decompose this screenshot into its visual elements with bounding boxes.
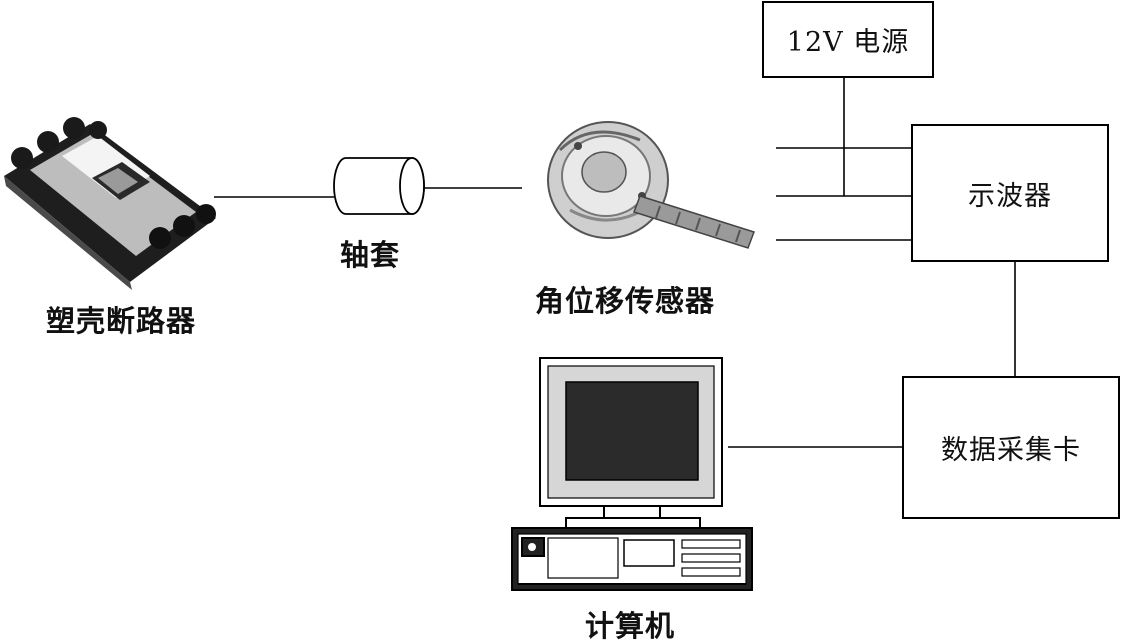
power-supply-box: 12V 电源: [762, 1, 934, 78]
computer-label: 计算机: [585, 609, 676, 640]
angle-sensor-label: 角位移传感器: [535, 284, 716, 318]
power-supply-label: 12V 电源: [786, 27, 910, 58]
monitor: [539, 357, 723, 529]
shaft-sleeve-label: 轴套: [340, 238, 401, 272]
oscilloscope-label: 示波器: [968, 180, 1052, 212]
daq-card-label: 数据采集卡: [941, 435, 1081, 466]
daq-card-box: 数据采集卡: [902, 376, 1120, 519]
sensor-body: [547, 121, 755, 249]
computer-case: [511, 527, 753, 591]
circuit-breaker-body: [4, 117, 216, 290]
sensor-shaft: [633, 195, 755, 249]
circuit-breaker-label: 塑壳断路器: [46, 304, 197, 338]
oscilloscope-box: 示波器: [911, 124, 1109, 262]
